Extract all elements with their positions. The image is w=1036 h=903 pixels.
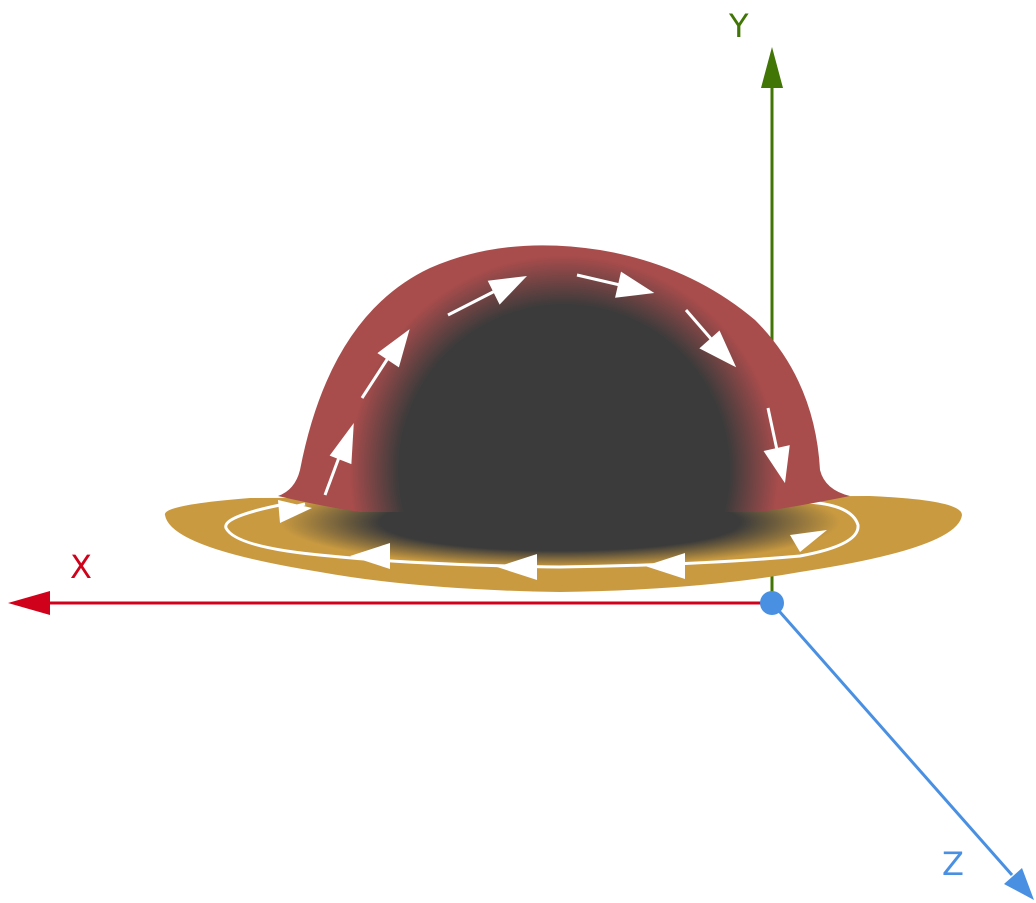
z-axis-line [770,602,1014,876]
z-axis-arrowhead [1004,868,1034,900]
z-axis-label: Z [942,845,964,883]
y-axis-label: Y [728,7,749,45]
disk-arrow-3 [497,554,537,580]
dome-arrow-6 [763,445,790,484]
dome-arrow-2 [377,329,410,368]
rim-disk-shape [164,496,962,592]
disk-orbit-line [224,500,860,569]
disk-arrow-5 [278,500,312,523]
disk-arrow-2 [645,553,685,579]
dome-flow-arrows [284,271,790,511]
dome [278,245,850,512]
disk-arrow-4 [350,543,390,569]
rim-disk [164,496,962,592]
dome-arrow-4 [615,271,655,298]
x-axis-arrowhead [8,591,50,615]
x-axis: X [8,548,772,615]
dome-shell [278,245,850,512]
dome-arrow-3 [487,276,527,305]
x-axis-label: X [70,548,92,586]
disk-flow-arrows [278,500,827,580]
disk-arrow-1 [790,530,827,552]
dome-arrow-1 [329,423,354,465]
y-axis-arrowhead [761,47,783,88]
origin-point [760,591,784,615]
z-axis: Z [770,602,1034,900]
dome-arrow-5 [699,330,737,368]
